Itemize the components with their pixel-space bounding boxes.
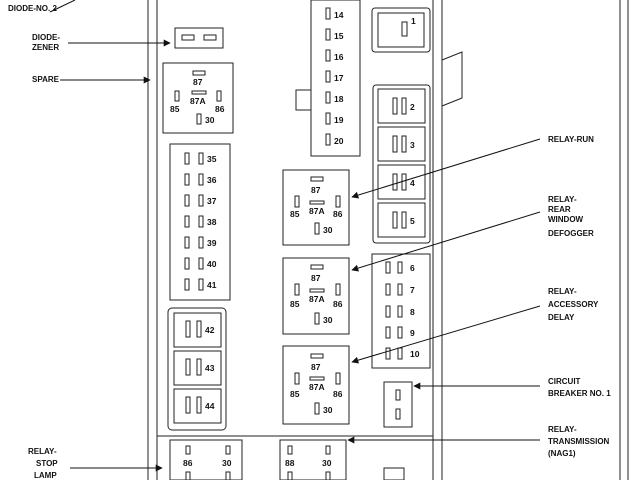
- relay-transmission: 88 30: [279, 439, 347, 480]
- label-circuit-breaker-line1: CIRCUIT: [548, 377, 581, 386]
- pin-87a: 87A: [309, 382, 325, 392]
- fuse-6: 6: [410, 263, 415, 273]
- spare-callout: SPARE: [32, 75, 151, 84]
- label-circuit-breaker-line2: BREAKER NO. 1: [548, 389, 611, 398]
- fuse-15: 15: [334, 31, 344, 41]
- pin-30: 30: [322, 458, 332, 468]
- fuse-41: 41: [207, 280, 217, 290]
- fuse-44: 44: [205, 401, 215, 411]
- fuse-19: 19: [334, 115, 344, 125]
- fuse-7: 7: [410, 285, 415, 295]
- relay-run-callout: RELAY-RUN: [351, 135, 594, 199]
- pin-87a: 87A: [309, 206, 325, 216]
- leader-diode-no2: [49, 0, 76, 13]
- label-rear-defogger-line4: DEFOGGER: [548, 229, 594, 238]
- pin-86: 86: [333, 299, 343, 309]
- label-transmission-line1: RELAY-: [548, 425, 577, 434]
- pin-87a: 87A: [190, 96, 206, 106]
- fuse-column-6-10: 6 7 8 9 10: [371, 253, 431, 369]
- fuse-1-label: 1: [411, 16, 416, 26]
- pin-30: 30: [222, 458, 232, 468]
- circuit-breaker-no1: [383, 381, 413, 428]
- pin-30: 30: [323, 315, 333, 325]
- pin-87: 87: [193, 77, 203, 87]
- label-transmission-line3: (NAG1): [548, 449, 576, 458]
- fuse-35: 35: [207, 154, 217, 164]
- label-relay-run: RELAY-RUN: [548, 135, 594, 144]
- fuse-20: 20: [334, 136, 344, 146]
- label-stop-lamp-line1: RELAY-: [28, 447, 57, 456]
- pin-87a: 87A: [309, 294, 325, 304]
- fuse-1: 1: [371, 7, 431, 53]
- fuse-3: 3: [410, 140, 415, 150]
- relay-stop-lamp-callout: RELAY- STOP LAMP: [28, 447, 163, 480]
- diode-zener: [174, 27, 224, 49]
- fuse-36: 36: [207, 175, 217, 185]
- pin-85: 85: [170, 104, 180, 114]
- relay-rear-window-defogger: 87 87A 85 86 30: [282, 257, 350, 335]
- fuse-16: 16: [334, 52, 344, 62]
- pin-86: 86: [183, 458, 193, 468]
- pin-85: 85: [290, 389, 300, 399]
- label-rear-defogger-line2: REAR: [548, 205, 571, 214]
- relay-spare: 87 87A 85 86 30: [162, 62, 234, 134]
- label-spare: SPARE: [32, 75, 60, 84]
- fuse-10: 10: [410, 349, 420, 359]
- fuse-38: 38: [207, 217, 217, 227]
- fuse-39: 39: [207, 238, 217, 248]
- relay-transmission-callout: RELAY- TRANSMISSION (NAG1): [347, 425, 610, 458]
- bottom-fuse-partial: [383, 467, 405, 480]
- circuit-breaker-no1-callout: CIRCUIT BREAKER NO. 1: [413, 377, 611, 398]
- fuse-14: 14: [334, 10, 344, 20]
- fuse-column-35-41: 35 36 37 38 39 40 41: [169, 143, 231, 301]
- fuse-37: 37: [207, 196, 217, 206]
- fuse-8: 8: [410, 307, 415, 317]
- label-transmission-line2: TRANSMISSION: [548, 437, 610, 446]
- label-diode-zener-line2: ZENER: [32, 43, 59, 52]
- label-accessory-delay-line3: DELAY: [548, 313, 575, 322]
- pin-85: 85: [290, 299, 300, 309]
- label-accessory-delay-line2: ACCESSORY: [548, 300, 599, 309]
- label-stop-lamp-line3: LAMP: [34, 471, 57, 480]
- pin-87: 87: [311, 362, 321, 372]
- relay-run: 87 87A 85 86 30: [282, 169, 350, 246]
- fuse-40: 40: [207, 259, 217, 269]
- relay-rear-window-defogger-callout: RELAY- REAR WINDOW DEFOGGER: [351, 195, 594, 272]
- pin-86: 86: [215, 104, 225, 114]
- pin-85: 85: [290, 209, 300, 219]
- pin-86: 86: [333, 389, 343, 399]
- fuse-42: 42: [205, 325, 215, 335]
- fuse-block-frame: [147, 0, 629, 480]
- label-accessory-delay-line1: RELAY-: [548, 287, 577, 296]
- pin-86: 86: [333, 209, 343, 219]
- fuse-43: 43: [205, 363, 215, 373]
- fuse-4: 4: [410, 178, 415, 188]
- label-rear-defogger-line1: RELAY-: [548, 195, 577, 204]
- label-stop-lamp-line2: STOP: [36, 459, 58, 468]
- fuse-column-2-5: 2 3 4 5: [372, 84, 431, 244]
- fuse-5: 5: [410, 216, 415, 226]
- relay-accessory-delay: 87 87A 85 86 30: [282, 345, 350, 425]
- pin-30: 30: [323, 225, 333, 235]
- pin-88: 88: [285, 458, 295, 468]
- fuse-9: 9: [410, 328, 415, 338]
- label-diode-no2: DIODE-NO. 2: [8, 4, 57, 13]
- relay-accessory-delay-callout: RELAY- ACCESSORY DELAY: [351, 287, 599, 364]
- fuse-18: 18: [334, 94, 344, 104]
- fuse-2: 2: [410, 102, 415, 112]
- label-diode-zener-line1: DIODE-: [32, 33, 60, 42]
- fuse-17: 17: [334, 73, 344, 83]
- pin-87: 87: [311, 185, 321, 195]
- pin-30: 30: [323, 405, 333, 415]
- pin-87: 87: [311, 273, 321, 283]
- label-rear-defogger-line3: WINDOW: [548, 215, 584, 224]
- fuse-group-42-44: 42 43 44: [167, 307, 227, 431]
- relay-stop-lamp: 86 30: [169, 439, 243, 480]
- fuse-column-14-20: 14 15 16 17 18 19 20: [295, 0, 361, 157]
- diode-zener-callout: DIODE- ZENER: [32, 33, 171, 52]
- pin-30: 30: [205, 115, 215, 125]
